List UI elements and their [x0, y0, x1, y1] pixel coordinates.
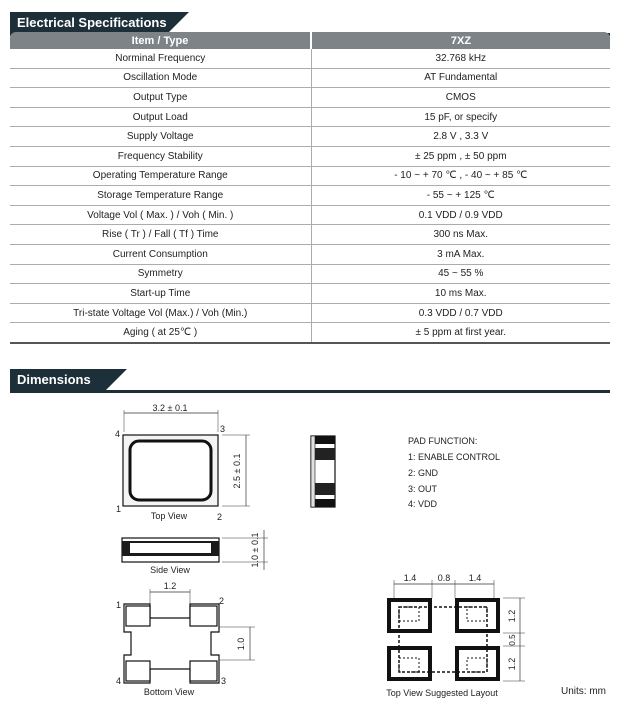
pad-function-item: 2: GND [408, 468, 439, 478]
pad-function-item: 4: VDD [408, 499, 438, 509]
spec-item-cell: Output Type [10, 87, 311, 108]
bottom-pin-3: 3 [221, 676, 226, 686]
spec-item-cell: Output Load [10, 107, 311, 128]
pad-function-item: 1: ENABLE CONTROL [408, 452, 500, 462]
spec-item-cell: Norminal Frequency [10, 49, 311, 69]
layout-dim-top: 1.2 [507, 610, 517, 623]
spec-item-cell: Rise ( Tr ) / Fall ( Tf ) Time [10, 224, 311, 245]
table-row: Storage Temperature Range- 55 ~ + 125 ℃ [10, 185, 610, 206]
end-view-diagram [310, 435, 336, 508]
bottom-view-caption: Bottom View [144, 687, 195, 697]
layout-dim-right: 1.4 [469, 573, 482, 583]
dimensions-drawing: 3.2 ± 0.1 2.5 ± 0.1 4 3 1 2 Top View 1.0… [115, 403, 525, 698]
dimensions-title: Dimensions [10, 369, 127, 391]
spec-item-cell: Aging ( at 25℃ ) [10, 322, 311, 344]
spec-item-cell: Operating Temperature Range [10, 166, 311, 187]
spec-value-cell: - 55 ~ + 125 ℃ [310, 185, 610, 206]
spec-value-cell: 32.768 kHz [310, 49, 610, 69]
spec-item-cell: Current Consumption [10, 244, 311, 265]
table-row: Tri-state Voltage Vol (Max.) / Voh (Min.… [10, 303, 610, 324]
table-header-row: Item / Type 7XZ [10, 32, 610, 49]
spec-item-cell: Voltage Vol ( Max. ) / Voh ( Min. ) [10, 205, 311, 226]
spec-value-cell: 300 ns Max. [310, 224, 610, 245]
side-height-dim: 1.0 ± 0.1 [250, 533, 260, 568]
spec-value-cell: 0.3 VDD / 0.7 VDD [310, 303, 610, 324]
bottom-pin-2: 2 [219, 596, 224, 606]
side-view-diagram: 1.0 ± 0.1 Side View [121, 530, 268, 575]
bottom-gap-dim: 1.0 [236, 638, 246, 651]
bottom-pad-width-dim: 1.2 [164, 581, 177, 591]
top-view-diagram: 3.2 ± 0.1 2.5 ± 0.1 4 3 1 2 Top View [115, 403, 250, 522]
column-header-item: Item / Type [10, 32, 311, 49]
bottom-pin-1: 1 [116, 600, 121, 610]
dimensions-header: Dimensions [10, 369, 610, 393]
electrical-specs-title: Electrical Specifications [10, 12, 189, 34]
spec-value-cell: 15 pF, or specify [310, 107, 610, 128]
spec-item-cell: Symmetry [10, 264, 311, 285]
column-header-type: 7XZ [310, 32, 610, 49]
spec-value-cell: ± 25 ppm , ± 50 ppm [310, 146, 610, 167]
spec-value-cell: 45 ~ 55 % [310, 264, 610, 285]
spec-value-cell: 3 mA Max. [310, 244, 610, 265]
top-pin-1: 1 [116, 504, 121, 514]
spec-item-cell: Storage Temperature Range [10, 185, 311, 206]
layout-dim-gap: 0.8 [438, 573, 451, 583]
spec-value-cell: 0.1 VDD / 0.9 VDD [310, 205, 610, 226]
spec-value-cell: CMOS [310, 87, 610, 108]
pad-function-title: PAD FUNCTION: [408, 436, 477, 446]
table-row: Frequency Stability± 25 ppm , ± 50 ppm [10, 146, 610, 167]
top-pin-2: 2 [217, 512, 222, 522]
spec-item-cell: Tri-state Voltage Vol (Max.) / Voh (Min.… [10, 303, 311, 324]
layout-dim-mid: 0.5 [508, 634, 517, 646]
spec-item-cell: Oscillation Mode [10, 68, 311, 89]
pad-function-list: PAD FUNCTION: 1: ENABLE CONTROL 2: GND 3… [408, 436, 500, 509]
top-height-dim: 2.5 ± 0.1 [232, 454, 242, 489]
pad-function-item: 3: OUT [408, 484, 438, 494]
spec-value-cell: 10 ms Max. [310, 283, 610, 304]
spec-value-cell: AT Fundamental [310, 68, 610, 89]
top-width-dim: 3.2 ± 0.1 [153, 403, 188, 413]
units-label: Units: mm [561, 686, 606, 697]
spec-value-cell: 2.8 V , 3.3 V [310, 126, 610, 147]
top-pin-4: 4 [115, 429, 120, 439]
spec-value-cell: ± 5 ppm at first year. [310, 322, 610, 344]
top-pin-3: 3 [220, 424, 225, 434]
bottom-pin-4: 4 [116, 676, 121, 686]
spec-item-cell: Frequency Stability [10, 146, 311, 167]
layout-dim-bottom: 1.2 [507, 658, 517, 671]
spec-item-cell: Start-up Time [10, 283, 311, 304]
table-row: Aging ( at 25℃ )± 5 ppm at first year. [10, 322, 610, 344]
layout-caption: Top View Suggested Layout [386, 688, 498, 698]
suggested-layout-diagram: 1.4 0.8 1.4 1.2 0.5 1.2 Top View Suggest… [386, 573, 525, 698]
spec-value-cell: - 10 ~ + 70 ℃ , - 40 ~ + 85 ℃ [310, 166, 610, 187]
table-row: Operating Temperature Range- 10 ~ + 70 ℃… [10, 166, 610, 187]
table-row: Voltage Vol ( Max. ) / Voh ( Min. )0.1 V… [10, 205, 610, 226]
bottom-view-diagram: 1.2 1.0 1 2 4 3 Bottom View [116, 581, 255, 697]
side-view-caption: Side View [150, 565, 190, 575]
top-view-caption: Top View [151, 511, 188, 521]
spec-item-cell: Supply Voltage [10, 126, 311, 147]
layout-dim-left: 1.4 [404, 573, 417, 583]
